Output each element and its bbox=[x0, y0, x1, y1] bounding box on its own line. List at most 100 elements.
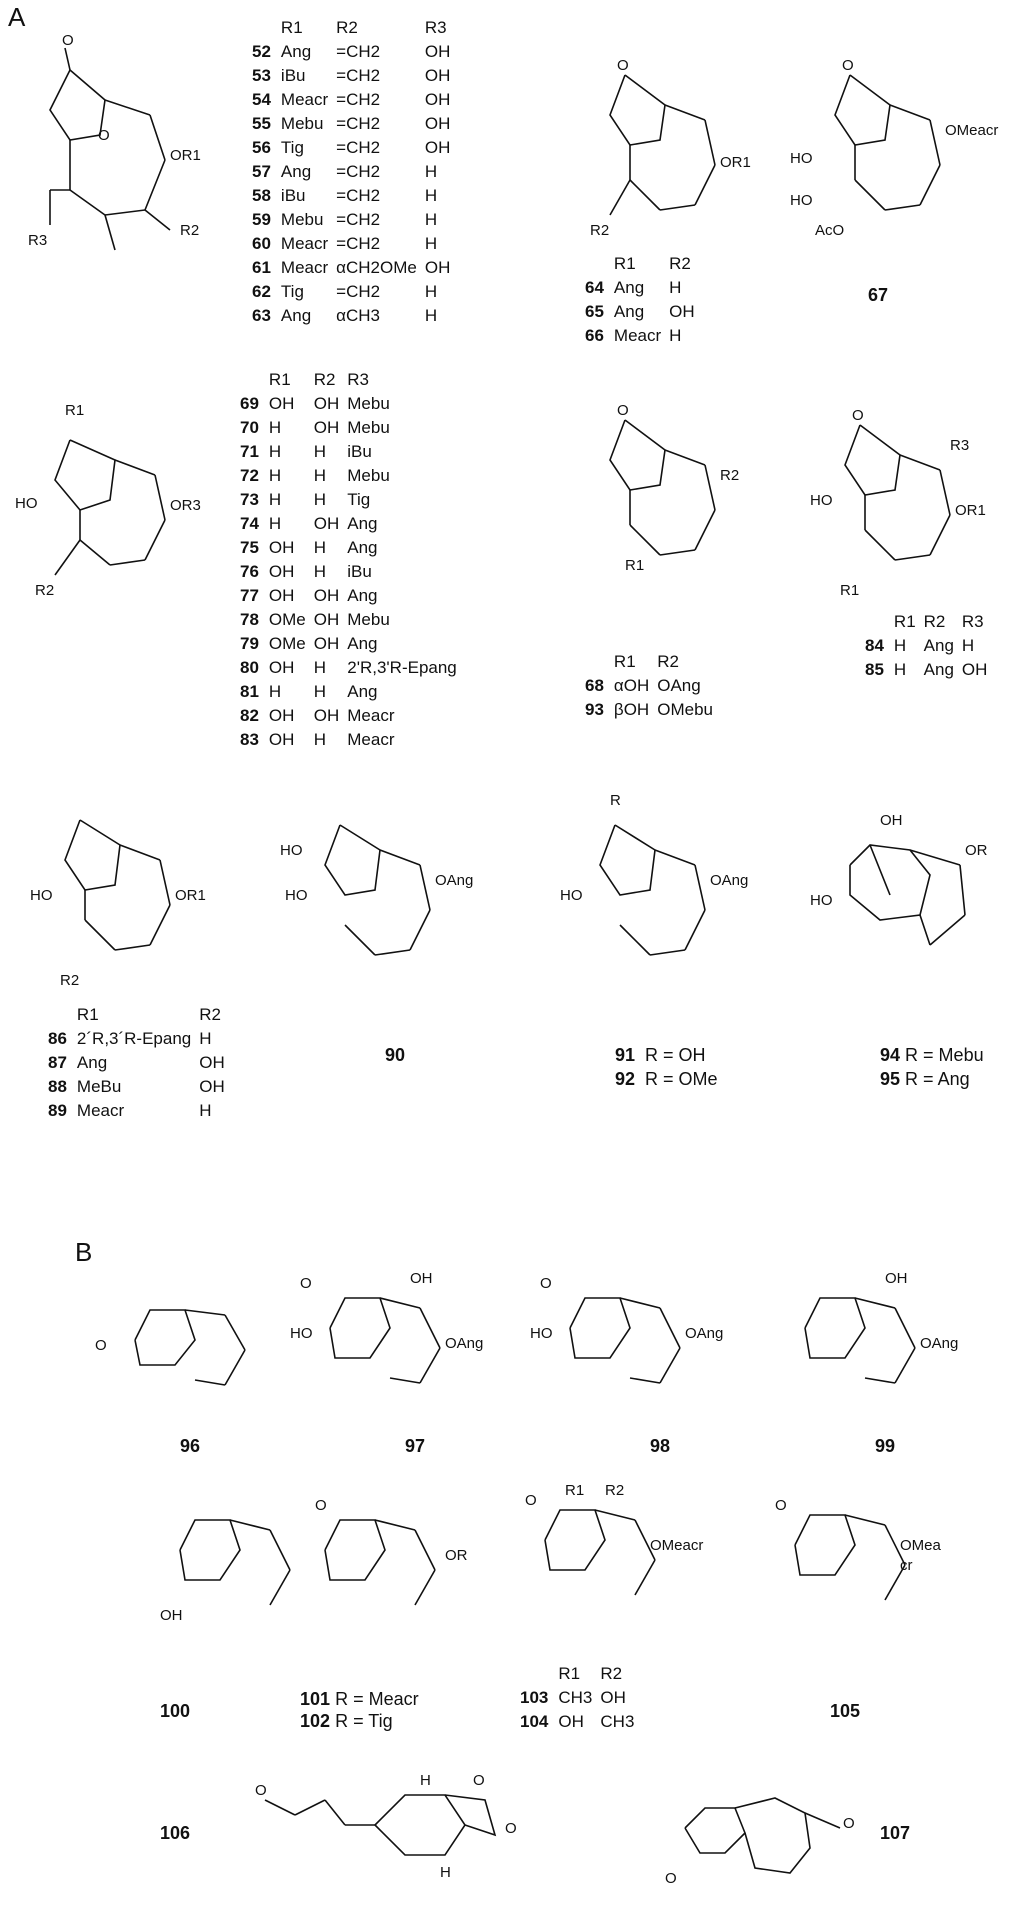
substituent-cell: H bbox=[199, 1029, 212, 1048]
substituent-cell: OH bbox=[268, 394, 295, 413]
substituent-cell: iBu bbox=[280, 66, 306, 85]
label-r2: R2 bbox=[590, 222, 609, 239]
substituent-cell: H bbox=[669, 326, 682, 345]
substituent-cell: OH bbox=[424, 66, 451, 85]
substituent-cell: =CH2 bbox=[336, 234, 381, 253]
structure-107: O O bbox=[665, 1797, 855, 1887]
compound-91-label: 91 R = OH bbox=[615, 1045, 706, 1065]
substituent-cell: H bbox=[313, 658, 327, 677]
substituent-cell: Ang bbox=[347, 682, 378, 701]
label-omea: OMea bbox=[900, 1537, 942, 1554]
compound-number: 106 bbox=[160, 1823, 191, 1843]
compound-95-label: 95 R = Ang bbox=[880, 1069, 970, 1089]
label-o: O bbox=[540, 1275, 552, 1292]
compound-number: 81 bbox=[240, 682, 259, 701]
label-r3: R3 bbox=[950, 437, 969, 454]
section-label-b: B bbox=[75, 1237, 93, 1267]
substituent-cell: H bbox=[268, 514, 282, 533]
label-o: O bbox=[525, 1492, 537, 1509]
label-r: R bbox=[610, 792, 621, 809]
substituent-cell: iBu bbox=[280, 186, 306, 205]
compound-number: 75 bbox=[240, 538, 259, 557]
compound-number: 107 bbox=[880, 1823, 911, 1843]
structure-84-85: O HO R3 OR1 R1 bbox=[810, 407, 986, 599]
substituent-cell: OH bbox=[268, 562, 295, 581]
substituent-cell: OH bbox=[313, 514, 340, 533]
substituent-cell: OH bbox=[268, 706, 295, 725]
compound-number: 74 bbox=[240, 514, 259, 533]
substituent-cell: OH bbox=[313, 418, 340, 437]
compound-number: 57 bbox=[252, 162, 271, 181]
compound-number: 90 bbox=[385, 1045, 406, 1065]
substituent-cell: OH bbox=[424, 42, 451, 61]
substituent-cell: H bbox=[424, 162, 438, 181]
structure-99: OH OAng bbox=[804, 1270, 958, 1384]
label-r2: R2 bbox=[605, 1482, 624, 1499]
header-spacer bbox=[252, 16, 281, 40]
substituent-cell: Tig bbox=[347, 490, 371, 509]
label-o: O bbox=[852, 407, 864, 424]
label-r2: R2 bbox=[35, 582, 54, 599]
structure-91-92: R HO OAng bbox=[560, 792, 748, 956]
substituent-cell: H bbox=[313, 490, 327, 509]
compound-number: 70 bbox=[240, 418, 259, 437]
substituent-cell: Meacr bbox=[347, 706, 395, 725]
substituent-cell: Ang bbox=[347, 538, 378, 557]
structure-105: O OMea cr bbox=[775, 1497, 942, 1601]
label-oh: OH bbox=[160, 1607, 183, 1624]
substituent-cell: αCH2OMe bbox=[336, 258, 417, 277]
compound-number: 99 bbox=[875, 1436, 896, 1456]
label-o: O bbox=[617, 57, 629, 74]
compound-94-label: 94 R = Mebu bbox=[880, 1045, 984, 1065]
compound-number: 86 bbox=[48, 1029, 67, 1048]
substituent-cell: H bbox=[961, 636, 975, 655]
label-oang: OAng bbox=[920, 1335, 958, 1352]
substituent-cell: Mebu bbox=[347, 418, 390, 437]
structure-68-93: O R2 R1 bbox=[609, 402, 739, 574]
substituent-cell: =CH2 bbox=[336, 42, 381, 61]
label-or: OR bbox=[965, 842, 988, 859]
label-o: O bbox=[617, 402, 629, 419]
substituent-cell: H bbox=[893, 660, 907, 679]
structure-90: HO HO OAng bbox=[280, 824, 473, 956]
compound-number: 85 bbox=[865, 660, 884, 679]
compound-number: 105 bbox=[830, 1701, 861, 1721]
substituent-cell: OH bbox=[558, 1712, 584, 1731]
substituent-cell: Mebu bbox=[347, 394, 390, 413]
label-omeacr: OMeacr bbox=[650, 1537, 703, 1554]
compound-number: 65 bbox=[585, 302, 604, 321]
substituent-cell: 2'R,3'R-Epang bbox=[347, 658, 457, 677]
substituent-cell: H bbox=[268, 682, 282, 701]
substituent-cell: iBu bbox=[347, 562, 372, 581]
label-o: O bbox=[775, 1497, 787, 1514]
compound-number: 58 bbox=[252, 186, 271, 205]
label-ho: HO bbox=[810, 892, 833, 909]
substituent-cell: OH bbox=[313, 634, 340, 653]
label-o: O bbox=[255, 1782, 267, 1799]
label-r1: R1 bbox=[625, 557, 644, 574]
structure-67: O OMeacr HO HO AcO bbox=[790, 57, 998, 239]
substituent-cell: OH bbox=[424, 138, 451, 157]
column-header: R1 bbox=[280, 18, 303, 37]
substituent-cell: H bbox=[313, 466, 327, 485]
label-ho: HO bbox=[560, 887, 583, 904]
substituent-cell: Meacr bbox=[347, 730, 395, 749]
substituent-cell: OH bbox=[199, 1053, 225, 1072]
substituent-cell: βOH bbox=[613, 700, 650, 719]
